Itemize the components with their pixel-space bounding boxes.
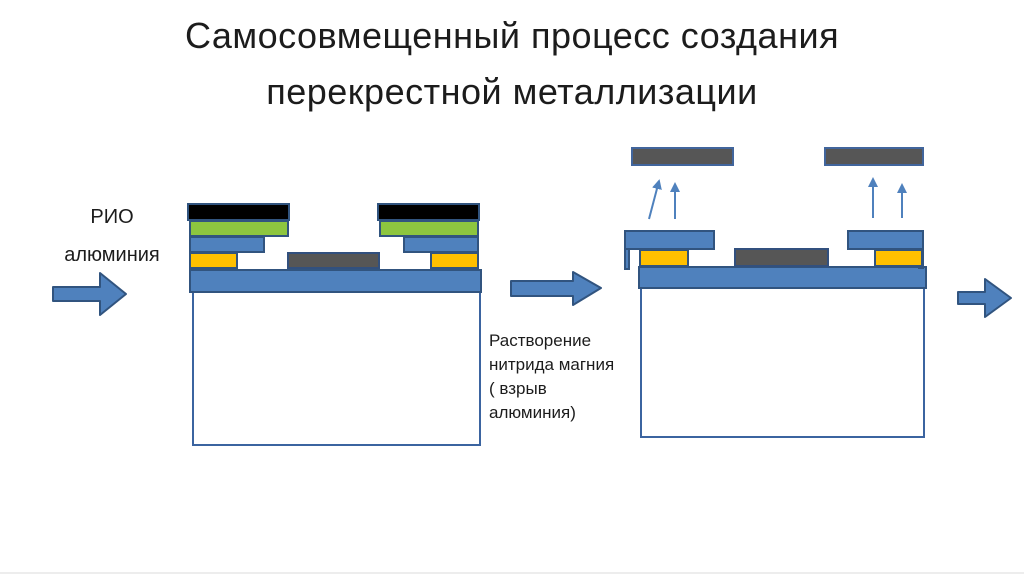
blue-step-layer	[189, 236, 265, 253]
right-arrow-step2-icon	[510, 271, 602, 306]
orange-layer	[430, 252, 479, 269]
rie-aluminum-label-line1: РИО	[90, 206, 134, 228]
substrate	[640, 287, 925, 438]
slide-title-line2: перекрестной металлизации	[266, 71, 758, 112]
dissolution-label-line2: нитрида магния	[489, 355, 615, 374]
dissolution-label-line1: Растворение	[489, 331, 592, 350]
lifted-metal-bar	[631, 147, 734, 166]
dissolution-label-line4: алюминия)	[489, 403, 576, 422]
substrate-film-layer	[189, 269, 482, 293]
rie-aluminum-label-line2: алюминия	[64, 244, 160, 266]
orange-layer	[874, 249, 923, 267]
blue-step-layer	[847, 230, 924, 250]
dissolution-label-line3: ( взрыв	[489, 379, 547, 398]
blue-step-layer	[403, 236, 479, 253]
slide-title-line1: Самосовмещенный процесс создания	[184, 15, 840, 56]
slide-bottom-edge	[0, 572, 1024, 574]
right-arrow-step3-icon	[957, 278, 1012, 318]
slide-title: Самосовмещенный процесс создания перекре…	[0, 8, 1024, 120]
substrate	[192, 291, 481, 446]
green-layer	[189, 220, 289, 237]
black-mask-layer	[187, 203, 290, 221]
gray-metal-bar	[734, 248, 829, 267]
dissolution-label: Растворение нитрида магния ( взрыв алюми…	[489, 329, 639, 425]
orange-layer	[189, 252, 238, 269]
lifted-metal-bar	[824, 147, 924, 166]
gray-metal-bar	[287, 252, 380, 269]
rie-aluminum-label: РИО алюминия	[36, 198, 188, 274]
substrate-film-layer	[638, 266, 927, 289]
green-layer	[379, 220, 479, 237]
right-arrow-step1-icon	[52, 272, 127, 316]
blue-step-layer	[624, 230, 715, 250]
black-mask-layer	[377, 203, 480, 221]
up-arrows-icon	[648, 177, 907, 220]
orange-layer	[639, 249, 689, 267]
